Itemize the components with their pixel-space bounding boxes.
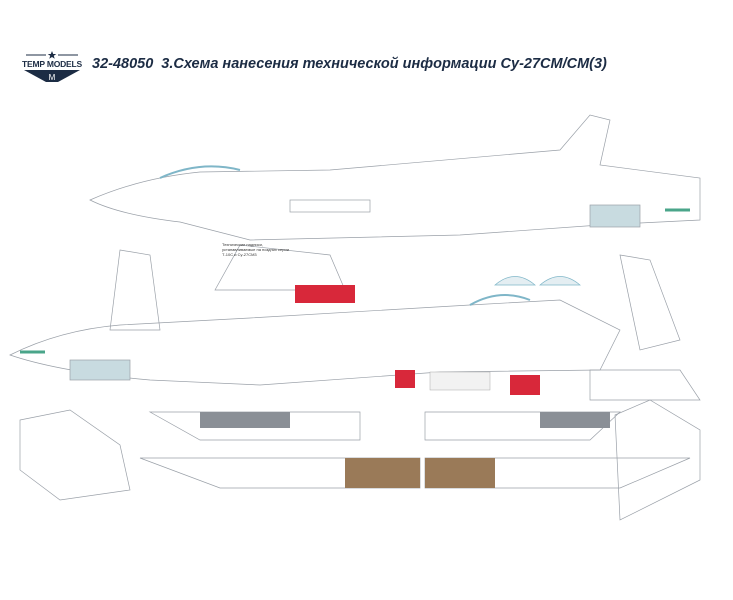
red-panel-2: [510, 375, 540, 395]
grey-panel-left: [200, 412, 290, 428]
wing-plan-left: [19, 409, 131, 501]
tail-fin-right: [619, 254, 681, 351]
aircraft-side-view-top: [89, 114, 701, 241]
wood-panel-left: [345, 458, 420, 488]
page-title: 32-48050 3.Схема нанесения технической ин…: [92, 56, 615, 72]
pylon-panel: [429, 371, 491, 391]
cockpit-section-right: [589, 369, 701, 401]
wing-plan-right: [614, 399, 701, 521]
aircraft-side-view-middle: [9, 249, 621, 386]
canopy-view-2: [539, 276, 581, 286]
svg-text:M: M: [49, 73, 56, 82]
catalog-number: 32-48050: [92, 56, 154, 72]
logo-emblem-icon: M: [24, 51, 80, 82]
note-text: Технические надписи, устанавливаемые на …: [222, 242, 289, 257]
canopy-view-1: [494, 276, 536, 286]
wood-panel-right: [425, 458, 495, 488]
grey-panel-right: [540, 412, 610, 428]
title-text: 3.Схема нанесения технической информации…: [161, 56, 607, 72]
brand-name: TEMP MODELS: [22, 59, 82, 69]
temp-models-logo: M TEMP MODELS: [20, 50, 84, 84]
red-panel-1: [395, 370, 415, 388]
red-panel-cockpit: [295, 285, 355, 303]
